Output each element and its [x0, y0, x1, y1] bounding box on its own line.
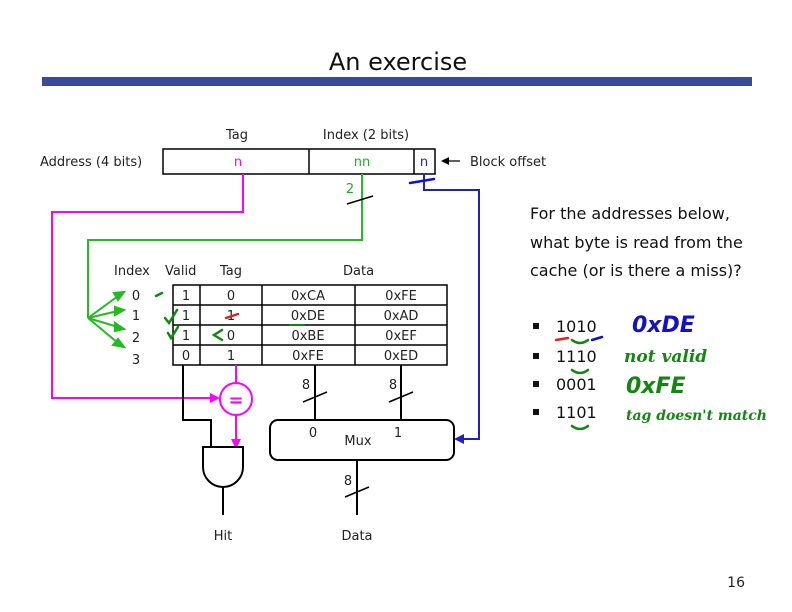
- index-field: nn: [354, 155, 370, 170]
- address-label: Address (4 bits): [40, 155, 142, 170]
- answer-1: 0xDE: [632, 313, 695, 338]
- comparator-symbol: =: [228, 390, 243, 411]
- tag-wire: [51, 174, 244, 399]
- index-2: 2: [132, 331, 140, 346]
- page-number: 16: [727, 575, 745, 591]
- title-rule: [42, 77, 752, 86]
- address-item-2: 1110: [556, 347, 597, 366]
- address-item-3: 0001: [556, 375, 597, 394]
- mux-input-1: 1: [394, 426, 402, 441]
- index-wire: [87, 174, 363, 318]
- bullet-icon: [533, 409, 539, 415]
- tag-field: n: [234, 155, 242, 170]
- and-gate: [202, 446, 244, 488]
- row1-data1: 0xAD: [384, 309, 419, 324]
- table-annotations: [154, 291, 305, 342]
- hit-label: Hit: [214, 529, 232, 544]
- question-line-2: what byte is read from the: [530, 233, 743, 252]
- comparator: [219, 382, 253, 416]
- header-tag: Tag: [219, 264, 242, 279]
- row2-data0: 0xBE: [291, 329, 324, 344]
- bullet-icon: [533, 353, 539, 359]
- row1-data0: 0xDE: [291, 309, 325, 324]
- row2-data1: 0xEF: [385, 329, 417, 344]
- mux: [269, 419, 455, 461]
- width-in0: 8: [302, 378, 310, 393]
- address-box: [162, 148, 436, 175]
- check-icon: [163, 308, 179, 326]
- row0-data1: 0xFE: [385, 289, 417, 304]
- row3-data1: 0xED: [384, 349, 418, 364]
- index-3: 3: [132, 353, 140, 368]
- tag-header: Tag: [225, 128, 248, 143]
- bullet-icon: [533, 381, 539, 387]
- index-header: Index (2 bits): [323, 128, 409, 143]
- index-0: 0: [132, 289, 140, 304]
- answer-2: not valid: [624, 347, 707, 367]
- data-out-label: Data: [341, 529, 372, 544]
- valid-wire: [182, 365, 212, 446]
- bullet-icon: [533, 323, 539, 329]
- row2-tag: 0: [227, 329, 235, 344]
- question-line-3: cache (or is there a miss)?: [530, 261, 742, 280]
- header-index: Index: [114, 264, 150, 279]
- header-data: Data: [343, 264, 374, 279]
- check-icon: [166, 325, 180, 341]
- mux-input-0: 0: [309, 426, 317, 441]
- offset-wire: [423, 174, 480, 440]
- answer-3: 0xFE: [626, 374, 686, 399]
- question-block: For the addresses below, what byte is re…: [530, 204, 743, 431]
- width-in1: 8: [389, 378, 397, 393]
- handwritten-answers: 0xDE not valid 0xFE tag doesn't match: [624, 313, 767, 424]
- row0-tag: 0: [227, 289, 235, 304]
- slide-title: An exercise: [329, 48, 467, 76]
- address-item-4: 1101: [556, 403, 597, 422]
- offset-field: n: [420, 155, 428, 170]
- answer-4: tag doesn't match: [626, 408, 767, 424]
- row1-valid: 1: [182, 309, 190, 324]
- index-width-label: 2: [346, 182, 354, 197]
- mux-label: Mux: [344, 434, 371, 449]
- address-field: Tag Index (2 bits) Address (4 bits) n nn…: [40, 128, 546, 197]
- offset-slash-annotation: [408, 177, 436, 185]
- index-1: 1: [132, 309, 140, 324]
- header-valid: Valid: [165, 264, 196, 279]
- row2-valid: 1: [182, 329, 190, 344]
- row3-tag: 1: [227, 349, 235, 364]
- arrow-annotation: [211, 328, 224, 342]
- width-out: 8: [344, 474, 352, 489]
- cache-table: Index Valid Tag Data 0 1 2 3 1 0 0xCA 0x…: [114, 264, 448, 368]
- question-line-1: For the addresses below,: [530, 204, 730, 223]
- row3-data0: 0xFE: [292, 349, 324, 364]
- row0-data0: 0xCA: [291, 289, 325, 304]
- decoder-fanout: [87, 290, 127, 349]
- offset-label: Block offset: [470, 155, 546, 170]
- row0-valid: 1: [182, 289, 190, 304]
- row3-valid: 0: [182, 349, 190, 364]
- address-item-1: 1010: [556, 317, 597, 336]
